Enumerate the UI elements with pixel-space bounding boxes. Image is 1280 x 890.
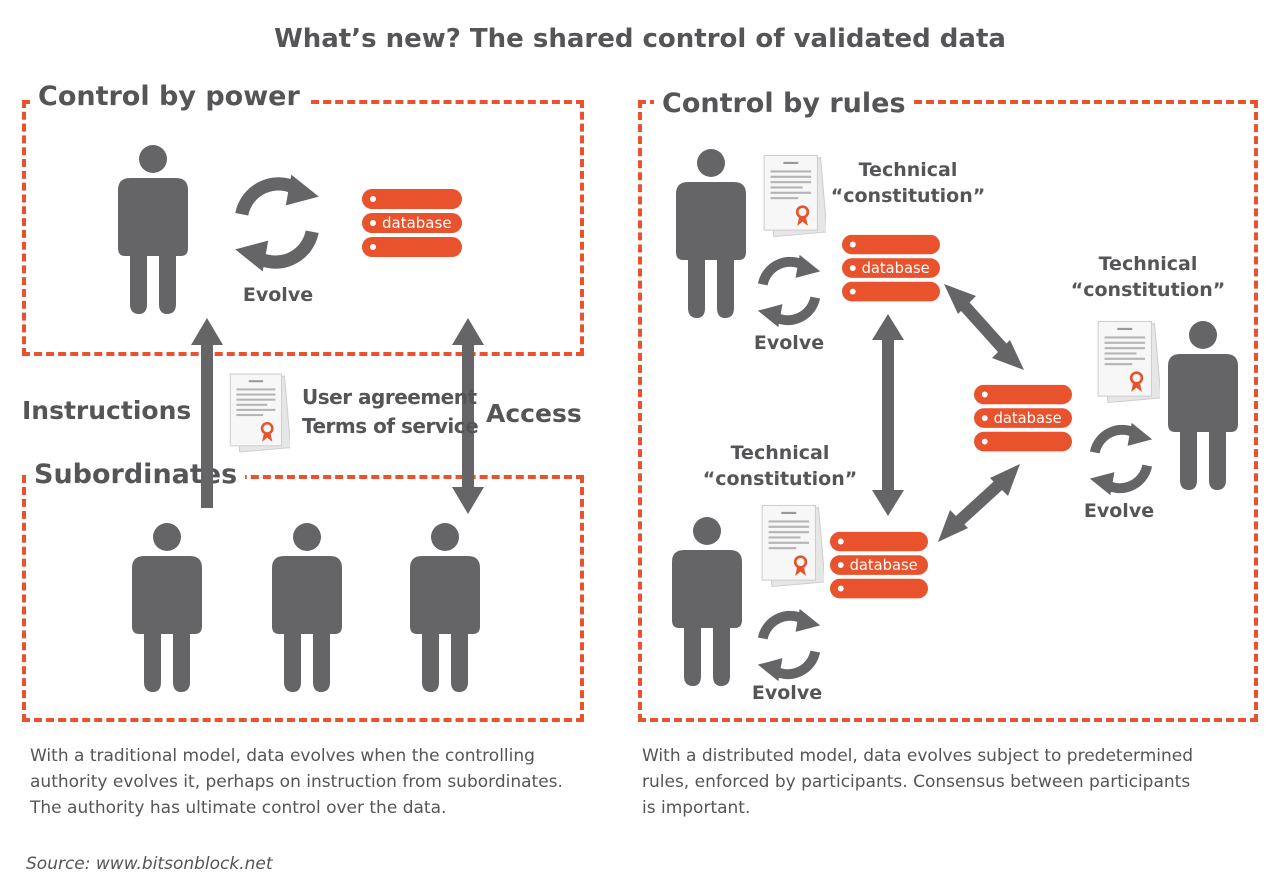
control-by-rules-heading: Control by rules — [654, 87, 914, 121]
consensus-arrows — [872, 284, 1024, 542]
database-icon: database — [974, 381, 1072, 457]
database-label: database — [862, 260, 930, 277]
constitution-label: Technical “constitution” — [1058, 251, 1238, 303]
caption-line: authority evolves it, perhaps on instruc… — [30, 772, 563, 792]
instructions-arrow-icon — [191, 318, 223, 508]
database-icon: database — [362, 185, 462, 263]
diagonal-double-arrow-icon — [938, 464, 1020, 542]
caption-line: is important. — [642, 798, 751, 818]
constitution-line1: Technical — [1098, 253, 1198, 275]
connector-arrows — [191, 318, 484, 514]
access-label: Access — [486, 399, 582, 428]
constitution-line2: “constitution” — [1070, 279, 1226, 301]
access-arrow-icon — [452, 318, 484, 514]
terms-of-service-label: Terms of service — [302, 414, 479, 438]
left-caption: With a traditional model, data evolves w… — [30, 743, 563, 821]
constitution-label: Technical “constitution” — [818, 157, 998, 209]
control-by-rules-panel — [638, 100, 1258, 722]
database-label: database — [382, 214, 452, 232]
database-icon: database — [842, 231, 940, 307]
constitution-line1: Technical — [858, 159, 958, 181]
vertical-double-arrow-icon — [872, 314, 904, 516]
database-label: database — [850, 557, 918, 574]
database-label: database — [994, 410, 1062, 427]
constitution-line2: “constitution” — [830, 185, 986, 207]
diagonal-double-arrow-icon — [944, 284, 1024, 370]
instructions-label: Instructions — [22, 396, 192, 425]
constitution-line1: Technical — [730, 442, 830, 464]
source-note: Source: www.bitsonblock.net — [26, 854, 273, 874]
caption-line: rules, enforced by participants. Consens… — [642, 772, 1191, 792]
evolve-label: Evolve — [242, 284, 314, 306]
database-icon: database — [830, 528, 928, 604]
control-by-power-heading: Control by power — [30, 80, 308, 114]
right-caption: With a distributed model, data evolves s… — [642, 743, 1193, 821]
constitution-label: Technical “constitution” — [690, 440, 870, 492]
constitution-line2: “constitution” — [702, 468, 858, 490]
user-agreement-label: User agreement — [302, 385, 477, 409]
evolve-label: Evolve — [751, 682, 823, 704]
caption-line: With a distributed model, data evolves s… — [642, 746, 1194, 766]
caption-line: The authority has ultimate control over … — [30, 798, 447, 818]
agreement-text: User agreement Terms of service — [302, 383, 479, 441]
evolve-label: Evolve — [753, 332, 825, 354]
evolve-label: Evolve — [1083, 500, 1155, 522]
caption-line: With a traditional model, data evolves w… — [30, 746, 535, 766]
subordinates-panel — [22, 475, 584, 722]
diagram-title: What’s new? The shared control of valida… — [274, 24, 1006, 54]
